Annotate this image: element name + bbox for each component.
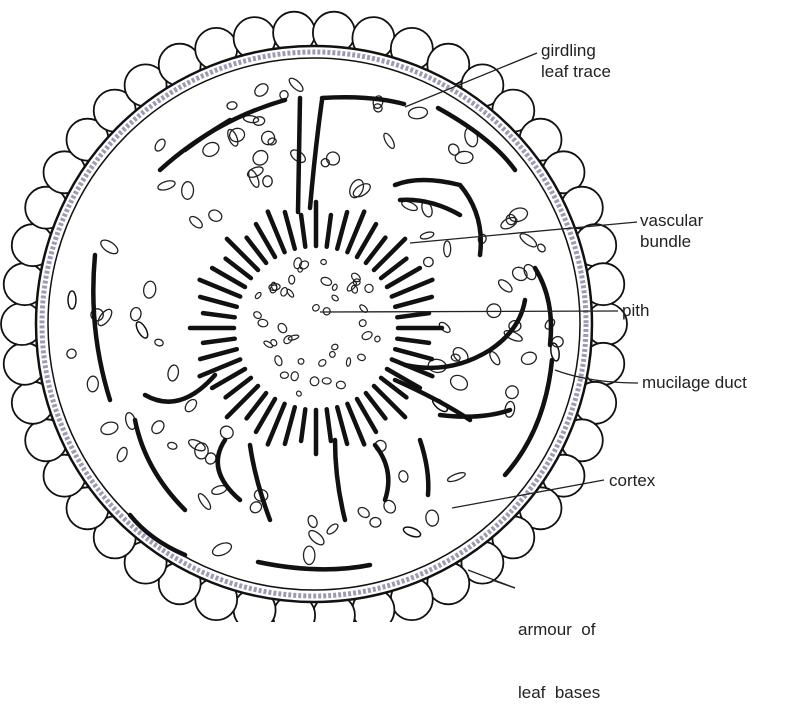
label-mucilage-duct: mucilage duct [642, 372, 747, 393]
stem-cross-section-diagram [0, 0, 793, 622]
label-vascular-line-2: bundle [640, 231, 703, 252]
label-pith-line-1: pith [622, 300, 649, 321]
label-girdling-line-1: girdling [541, 40, 611, 61]
label-pith: pith [622, 300, 649, 321]
leader-armour-2 [492, 580, 515, 588]
label-armour-of-leaf-bases: armour of leaf bases [518, 577, 600, 724]
label-armour-line-1: armour of [518, 619, 600, 640]
label-armour-line-2: leaf bases [518, 682, 600, 703]
label-mucilage-line-1: mucilage duct [642, 372, 747, 393]
outer-boundary [36, 46, 592, 602]
label-girdling-leaf-trace: girdling leaf trace [541, 40, 611, 82]
label-vascular-bundle: vascular bundle [640, 210, 703, 252]
label-girdling-line-2: leaf trace [541, 61, 611, 82]
label-cortex: cortex [609, 470, 655, 491]
label-vascular-line-1: vascular [640, 210, 703, 231]
label-cortex-line-1: cortex [609, 470, 655, 491]
